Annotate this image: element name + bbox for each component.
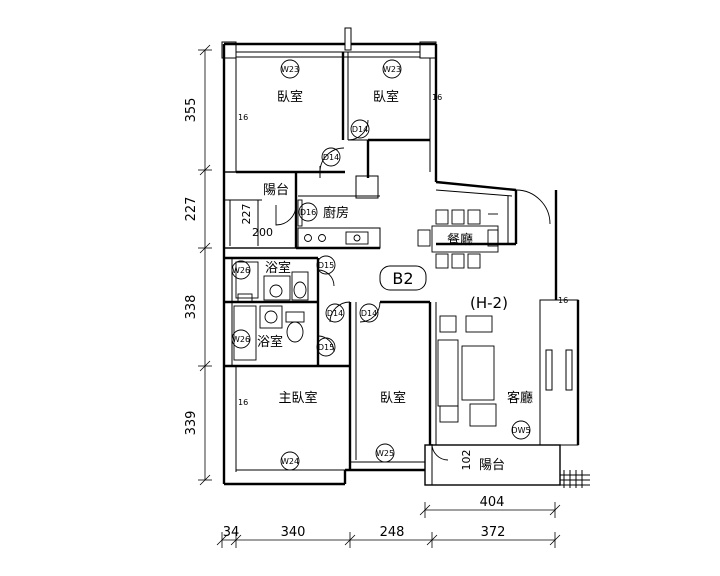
tag-w24: W24	[281, 457, 299, 466]
small-marks: 16 16 16 16 227 200 102	[238, 93, 568, 471]
room-bath-lower: 浴室	[257, 334, 283, 350]
dim-balcony-404: 404	[480, 495, 505, 510]
tag-w26-b: W26	[232, 335, 250, 344]
kitchen-fixtures	[297, 199, 369, 245]
tag-d14-a: D14	[352, 125, 368, 134]
dim-bottom-248: 248	[380, 525, 405, 540]
tag-w23-a: W23	[281, 65, 299, 74]
element-tags: W23 W23 D14 D14 D16 D15 D15 D14 D14 W26 …	[231, 59, 531, 471]
tag-d15-b: D15	[318, 343, 334, 352]
tag-d15-a: D15	[318, 261, 334, 270]
dim-bottom-340: 340	[281, 525, 306, 540]
dim-left-339: 339	[184, 411, 199, 436]
unit-label: B2	[392, 269, 413, 288]
tag-d14-d: D14	[361, 309, 377, 318]
mark-200: 200	[252, 226, 273, 239]
tag-w25: W25	[376, 449, 394, 458]
living-set	[437, 315, 497, 427]
room-labels: 臥室 臥室 陽台 廚房 餐廳 浴室 浴室 主臥室 臥室 客廳 陽台	[257, 89, 533, 473]
dim-bottom-34: 34	[223, 525, 240, 540]
left-dimension-chain: 355 227 338 339	[184, 44, 212, 486]
room-master-bedroom: 主臥室	[278, 390, 317, 406]
doors	[275, 119, 551, 461]
dim-left-338: 338	[184, 295, 199, 320]
unit-label-group: B2 (H-2)	[379, 265, 508, 312]
tag-d14-c: D14	[327, 309, 343, 318]
dim-left-227: 227	[184, 197, 199, 222]
dim-bottom-372: 372	[481, 525, 506, 540]
mark-102: 102	[460, 450, 473, 471]
tag-w23-b: W23	[383, 65, 401, 74]
tag-dw5: DW5	[511, 426, 530, 435]
room-bath-upper: 浴室	[265, 260, 291, 276]
room-bedroom-nw: 臥室	[277, 89, 303, 105]
room-dining: 餐廳	[447, 232, 473, 248]
room-balcony-w: 陽台	[263, 183, 289, 198]
tag-d16: D16	[300, 208, 316, 217]
tag-d14-b: D14	[323, 153, 339, 162]
bottom-dimension-chain: 34 340 248 372 404	[216, 495, 561, 548]
room-balcony-s: 陽台	[479, 458, 505, 473]
tag-w26-a: W26	[232, 266, 250, 275]
mark-227: 227	[240, 204, 253, 225]
dining-set	[417, 209, 499, 269]
type-label: (H-2)	[470, 294, 508, 312]
interior-walls	[223, 52, 437, 470]
mark-16-c: 16	[238, 398, 248, 407]
mark-16-d: 16	[558, 296, 568, 305]
room-living: 客廳	[507, 390, 533, 406]
mark-16-a: 16	[238, 113, 248, 122]
room-bedroom-s: 臥室	[380, 390, 406, 406]
mark-16-b: 16	[432, 93, 442, 102]
dim-left-355: 355	[184, 98, 199, 123]
room-bedroom-ne: 臥室	[373, 89, 399, 105]
room-kitchen: 廚房	[323, 205, 349, 221]
exterior-walls	[221, 27, 590, 488]
